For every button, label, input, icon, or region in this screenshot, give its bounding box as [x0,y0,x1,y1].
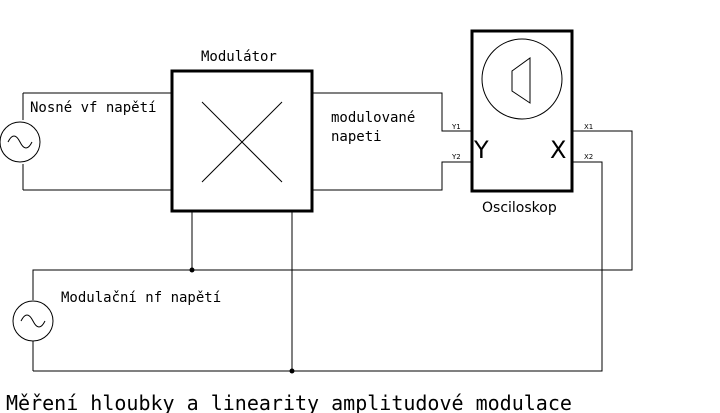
modulating-source [12,284,54,371]
modulated-label-line2: napeti [331,129,382,145]
ac-source-icon [0,121,41,163]
x-channel-label: X [550,136,566,164]
x1-wire [32,130,633,284]
modulator-block [170,69,314,213]
y2-label: Y2 [451,153,461,161]
sine-wave-icon [20,314,46,328]
modulated-label-line1: modulované [331,110,415,126]
modulator-label: Modulátor [201,49,277,65]
trapezoid-pattern-icon [511,57,531,104]
x2-label: X2 [584,153,593,161]
diagram-caption: Měření hloubky a linearity amplitudové m… [6,391,572,413]
sine-wave-icon [7,135,33,149]
y2-wire [312,161,472,191]
oscilloscope [470,29,574,193]
y-channel-label: Y [473,136,489,164]
x2-wire [292,161,603,372]
crt-screen-icon [481,38,563,120]
carrier-source-label: Nosné vf napětí [30,100,156,116]
oscilloscope-label: Osciloskop [482,200,557,216]
junction-dot [289,368,295,374]
y1-label: Y1 [451,123,461,131]
modulating-source-label: Modulační nf napětí [61,290,221,306]
junction-dot [189,267,195,273]
x1-label: X1 [584,123,593,131]
carrier-source [0,93,41,190]
y1-wire [312,92,472,132]
